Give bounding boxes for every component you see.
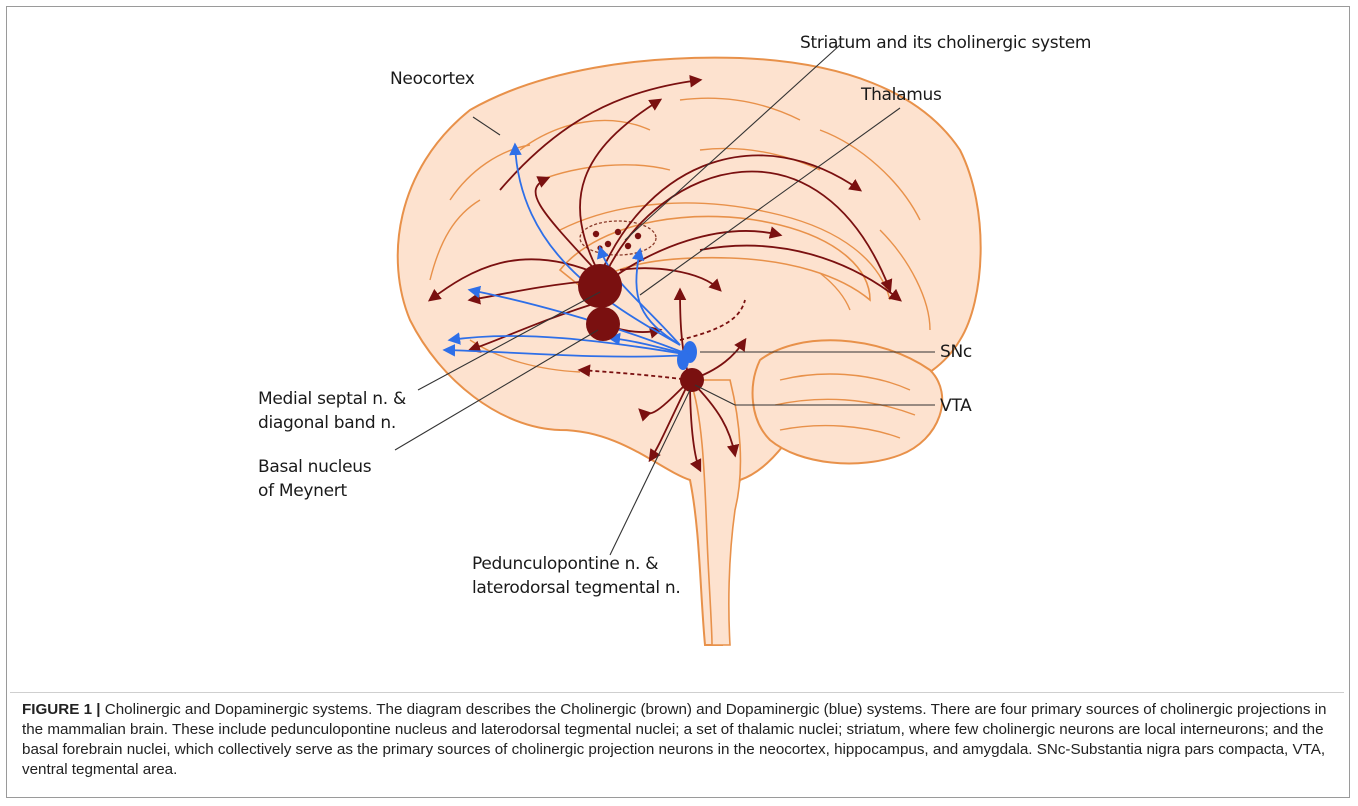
figure-number: FIGURE 1 | (22, 701, 101, 718)
label-ppn-line2: laterodorsal tegmental n. (472, 577, 680, 599)
caption-text: Cholinergic and Dopaminergic systems. Th… (22, 701, 1326, 778)
label-basal-nucleus-line1: Basal nucleus (258, 456, 371, 478)
label-snc: SNc (940, 341, 972, 363)
label-vta: VTA (940, 395, 971, 417)
label-thalamus: Thalamus (861, 84, 942, 106)
figure-caption: FIGURE 1 | Cholinergic and Dopaminergic … (22, 700, 1338, 780)
label-striatum: Striatum and its cholinergic system (800, 32, 1091, 54)
label-basal-nucleus-line2: of Meynert (258, 480, 347, 502)
label-medial-septal-line1: Medial septal n. & (258, 388, 406, 410)
label-ppn-line1: Pedunculopontine n. & (472, 553, 658, 575)
vta-nucleus (677, 350, 689, 370)
medial-septal-nucleus (578, 264, 622, 308)
label-neocortex: Neocortex (390, 68, 475, 90)
basal-nucleus-of-meynert (586, 307, 620, 341)
label-medial-septal-line2: diagonal band n. (258, 412, 396, 434)
pedunculopontine-nucleus (680, 368, 704, 392)
caption-divider (10, 692, 1344, 693)
